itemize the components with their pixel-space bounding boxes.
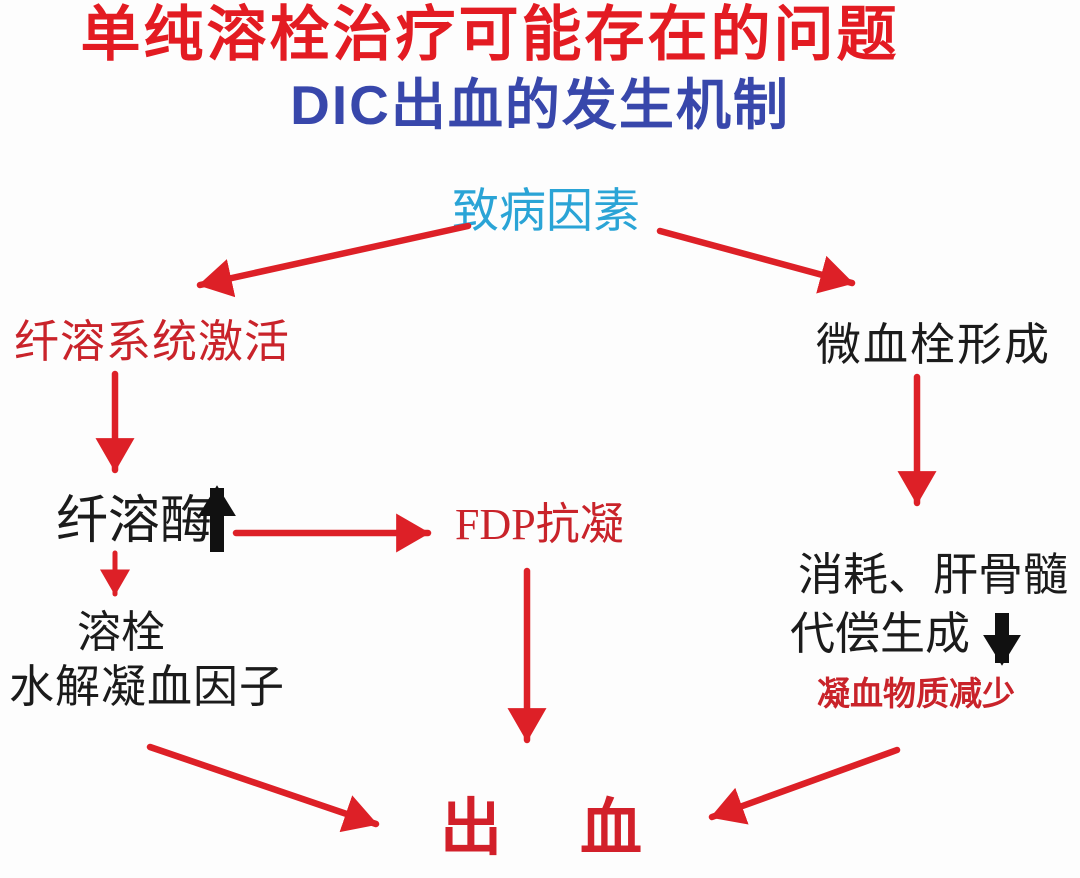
node-consumption-liver-marrow: 消耗、肝骨髓	[798, 550, 1069, 600]
diagram-title: 单纯溶栓治疗可能存在的问题	[80, 1, 900, 68]
node-fdp-anticoagulation: FDP抗凝	[455, 500, 624, 549]
arrow-factor-to-microthrombus	[656, 227, 856, 294]
arrow-hydrolysis-to-bleeding	[146, 743, 380, 833]
node-pathogenic-factor: 致病因素	[452, 186, 640, 238]
node-coagulation-substance-decrease: 凝血物质减少	[817, 677, 1015, 713]
diagram-subtitle: DIC出血的发生机制	[290, 74, 790, 136]
node-plasmin: 纤溶酶	[56, 493, 213, 550]
node-bleeding: 出 血	[440, 795, 651, 863]
node-microthrombus-formation: 微血栓形成	[816, 320, 1052, 370]
arrow-factor-to-fibrinolysis	[196, 222, 472, 298]
node-compensatory-generation: 代偿生成	[790, 609, 971, 659]
node-fibrinolytic-system-activation: 纤溶系统激活	[14, 317, 291, 367]
arrow-coagdecrease-to-bleeding	[708, 746, 901, 825]
node-thrombolysis: 溶栓	[77, 608, 165, 657]
node-hydrolyze-coagulation-factors: 水解凝血因子	[9, 662, 286, 712]
